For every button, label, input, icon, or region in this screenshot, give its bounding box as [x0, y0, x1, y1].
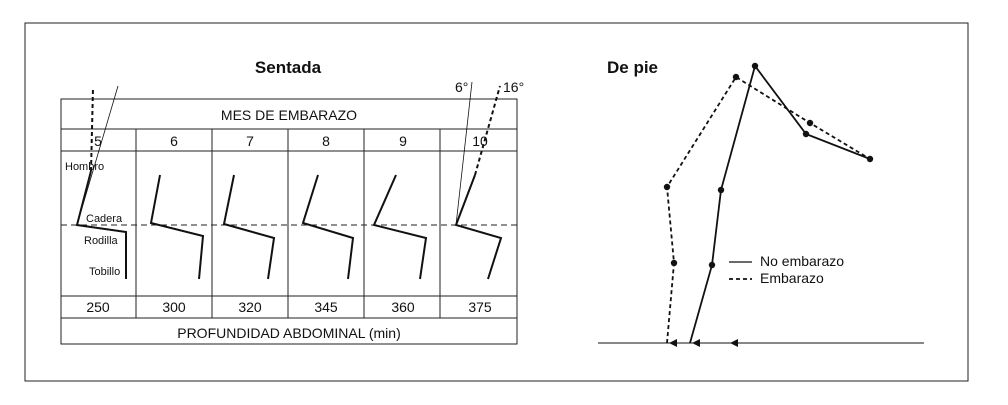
depth-values: 250 300 320 345 360 375: [86, 299, 492, 315]
joint-marker: [732, 73, 740, 81]
month-labels: 5 6 7 8 9 10: [94, 133, 488, 149]
posture-month-5: [75, 170, 127, 279]
month-label: 7: [246, 133, 254, 149]
posture-month-7: [222, 174, 276, 280]
month-label: 8: [322, 133, 330, 149]
month-label: 10: [472, 133, 488, 149]
seated-table: [60, 98, 518, 345]
depth-value: 345: [314, 299, 338, 315]
month-header: MES DE EMBARAZO: [221, 107, 357, 123]
label-shoulder: Hombro: [65, 161, 104, 173]
joint-marker: [806, 119, 814, 127]
posture-month-6: [149, 174, 205, 280]
depth-value: 360: [391, 299, 415, 315]
label-knee: Rodilla: [84, 235, 119, 247]
outer-frame: [24, 22, 969, 382]
angle-line-6-degrees: [455, 81, 473, 226]
label-hip: Cadera: [86, 213, 123, 225]
posture-month-8: [301, 174, 355, 280]
angle-line-16-degrees: [474, 85, 501, 176]
joint-marker: [866, 155, 874, 163]
joint-marker: [717, 186, 725, 194]
depth-value: 250: [86, 299, 110, 315]
month-label: 5: [94, 133, 102, 149]
joint-marker: [751, 62, 759, 70]
ground-arrow: [669, 339, 677, 347]
reference-line-month-5: [76, 85, 119, 226]
month-label: 9: [399, 133, 407, 149]
posture-month-10: [454, 174, 503, 280]
month-label: 6: [170, 133, 178, 149]
depth-value: 375: [468, 299, 492, 315]
joint-marker: [802, 130, 810, 138]
ground-arrow: [730, 339, 738, 347]
posture-non-pregnant: [689, 63, 871, 344]
table-border: [60, 98, 518, 345]
angle-label-16: 16°: [503, 79, 524, 95]
depth-value: 320: [238, 299, 262, 315]
legend-dashed-label: Embarazo: [760, 270, 824, 286]
joint-marker: [708, 261, 716, 269]
posture-pregnant: [666, 75, 871, 344]
depth-footer: PROFUNDIDAD ABDOMINAL (min): [177, 325, 401, 341]
posture-month-9: [372, 174, 428, 280]
seated-title: Sentada: [255, 58, 322, 77]
angle-label-6: 6°: [455, 79, 468, 95]
standing-title: De pie: [607, 58, 658, 77]
ground-arrow: [692, 339, 700, 347]
legend-solid-label: No embarazo: [760, 253, 844, 269]
label-ankle: Tobillo: [89, 266, 120, 278]
joint-marker: [663, 183, 671, 191]
legend: No embarazo Embarazo: [729, 253, 844, 286]
depth-value: 300: [162, 299, 186, 315]
joint-marker: [670, 259, 678, 267]
